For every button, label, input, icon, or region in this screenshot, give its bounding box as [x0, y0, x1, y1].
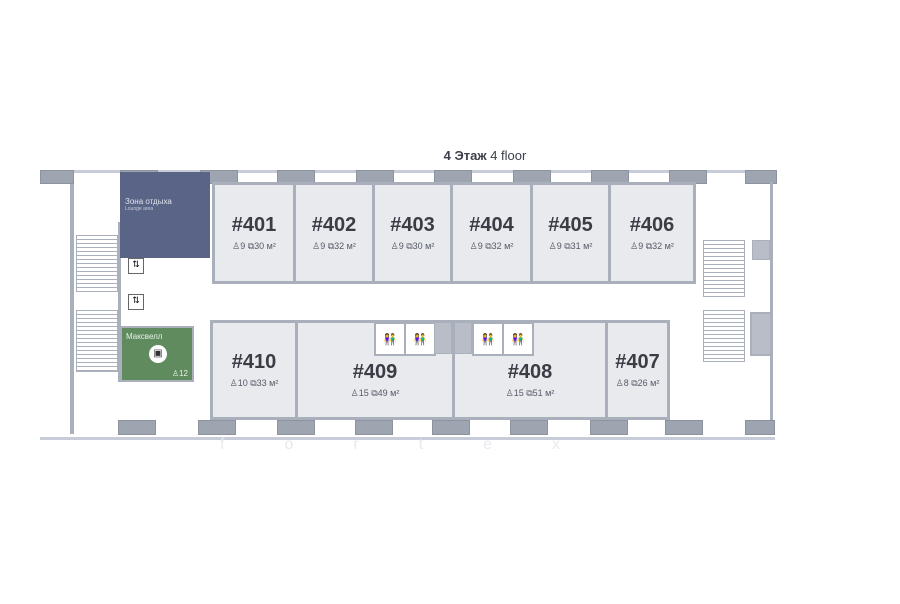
- shaft: [454, 322, 472, 354]
- room-number: #410: [231, 351, 277, 373]
- room-number: #407: [615, 351, 660, 373]
- meeting-room-maxwell[interactable]: Максвелл ▣ ♙12: [120, 326, 194, 382]
- room-number: #408: [507, 361, 553, 383]
- pillar: [510, 420, 548, 435]
- room-403[interactable]: #403 ♙9 ⧉30 м²: [372, 182, 453, 284]
- room-406[interactable]: #406 ♙9 ⧉32 м²: [608, 182, 696, 284]
- staircase-left: [76, 235, 118, 292]
- floor-title-ru: 4 Этаж: [443, 148, 487, 163]
- staircase-left: [76, 310, 118, 372]
- room-number: #409: [352, 361, 398, 383]
- wall: [770, 182, 773, 420]
- lounge-title: Зона отдыха: [125, 197, 172, 206]
- room-number: #401: [231, 214, 277, 236]
- room-401[interactable]: #401 ♙9 ⧉30 м²: [212, 182, 296, 284]
- room-meta: ♙15 ⧉51 м²: [505, 388, 555, 398]
- meeting-room-name: Максвелл: [126, 332, 163, 341]
- pillar: [40, 170, 74, 184]
- room-meta: ♙9 ⧉30 м²: [232, 241, 276, 251]
- wall: [118, 222, 121, 382]
- pillar: [745, 170, 777, 184]
- wc-room: 👫: [404, 322, 436, 356]
- elevator-icon: ⇅: [128, 294, 144, 310]
- room-405[interactable]: #405 ♙9 ⧉31 м²: [530, 182, 611, 284]
- room-meta: ♙8 ⧉26 м²: [615, 378, 660, 388]
- pillar: [432, 420, 470, 435]
- wc-icon: 👫: [511, 333, 525, 346]
- wc-icon: 👫: [413, 333, 427, 346]
- shaft: [434, 322, 452, 354]
- room-meta: ♙9 ⧉32 м²: [630, 241, 674, 251]
- pillar: [277, 420, 315, 435]
- building-outline: [40, 170, 775, 440]
- room-meta: ♙15 ⧉49 м²: [350, 388, 400, 398]
- meeting-room-capacity: 12: [179, 369, 188, 378]
- presentation-icon: ▣: [149, 345, 167, 363]
- room-meta: ♙9 ⧉32 м²: [312, 241, 356, 251]
- floor-title: 4 Этаж 4 floor: [0, 148, 900, 163]
- pillar: [665, 420, 703, 435]
- wc-icon: 👫: [481, 333, 495, 346]
- staircase-right: [703, 310, 745, 362]
- pillar: [355, 420, 393, 435]
- room-meta: ♙9 ⧉30 м²: [390, 241, 435, 251]
- room-404[interactable]: #404 ♙9 ⧉32 м²: [450, 182, 533, 284]
- lounge-area-top: [120, 172, 210, 182]
- lounge-area[interactable]: Зона отдыха Lounge area: [120, 182, 210, 258]
- room-402[interactable]: #402 ♙9 ⧉32 м²: [293, 182, 375, 284]
- floor-title-en: 4 floor: [490, 148, 527, 163]
- pillar: [590, 420, 628, 435]
- staircase-right: [703, 240, 745, 297]
- wc-room: 👫: [502, 322, 534, 356]
- room-number: #404: [469, 214, 514, 236]
- wall: [70, 172, 74, 434]
- pillar: [745, 420, 775, 435]
- pillar: [118, 420, 156, 435]
- room-number: #402: [311, 214, 357, 236]
- elevator-icon: ⇅: [128, 258, 144, 274]
- room-407[interactable]: #407 ♙8 ⧉26 м²: [605, 320, 670, 420]
- room-meta: ♙9 ⧉31 м²: [548, 241, 593, 251]
- room-number: #405: [548, 214, 593, 236]
- room-meta: ♙10 ⧉33 м²: [229, 378, 279, 388]
- shaft: [750, 312, 772, 356]
- wc-room: 👫: [374, 322, 406, 356]
- wc-icon: 👫: [383, 333, 397, 346]
- room-410[interactable]: #410 ♙10 ⧉33 м²: [210, 320, 298, 420]
- room-meta: ♙9 ⧉32 м²: [469, 241, 514, 251]
- shaft: [752, 240, 770, 260]
- meeting-room-capacity-wrap: ♙12: [172, 369, 188, 378]
- wc-room: 👫: [472, 322, 504, 356]
- watermark: fortex: [220, 436, 621, 453]
- person-icon: ♙: [171, 369, 180, 378]
- room-number: #406: [629, 214, 675, 236]
- room-number: #403: [390, 214, 435, 236]
- pillar: [198, 420, 236, 435]
- lounge-subtitle: Lounge area: [125, 206, 154, 212]
